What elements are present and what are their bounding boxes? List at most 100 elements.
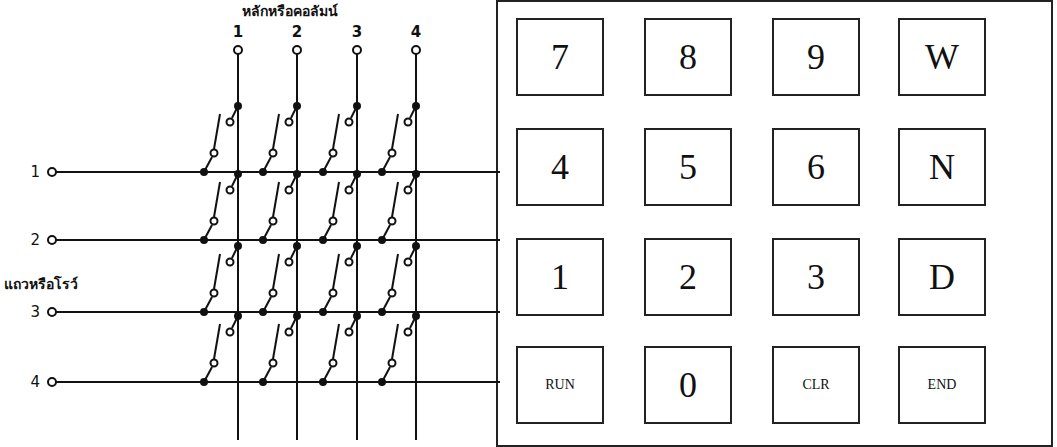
keypad-frame bbox=[497, 1, 1052, 446]
key-label: W bbox=[925, 36, 959, 78]
switch-lever bbox=[333, 114, 339, 149]
switch-contact bbox=[330, 290, 337, 297]
switch-contact bbox=[330, 218, 337, 225]
junction-dot bbox=[294, 171, 300, 177]
switch-lever bbox=[392, 114, 398, 149]
row-number: 1 bbox=[30, 164, 40, 181]
row-terminal bbox=[48, 236, 56, 244]
keypad-key: 6 bbox=[772, 128, 860, 206]
switch-contact bbox=[346, 329, 353, 336]
switch-contact bbox=[405, 119, 412, 126]
switch-contact bbox=[270, 360, 277, 367]
junction-dot bbox=[235, 171, 241, 177]
keypad-key: N bbox=[898, 128, 986, 206]
junction-dot bbox=[354, 171, 360, 177]
junction-dot bbox=[294, 103, 300, 109]
row-terminal bbox=[48, 308, 56, 316]
switch-contact bbox=[330, 360, 337, 367]
switch-lever bbox=[214, 182, 220, 217]
key-label: D bbox=[929, 256, 955, 298]
keypad-key: 1 bbox=[516, 238, 604, 316]
switch-lead bbox=[204, 367, 212, 382]
switch-lever bbox=[333, 324, 339, 359]
key-label: 0 bbox=[679, 364, 697, 406]
junction-dot bbox=[413, 313, 419, 319]
switch-lead bbox=[382, 225, 390, 240]
switch-contact bbox=[405, 329, 412, 336]
switch-lead bbox=[323, 367, 331, 382]
switch-lever bbox=[273, 254, 279, 289]
switch-lead bbox=[323, 297, 331, 312]
switch-contact bbox=[211, 218, 218, 225]
key-label: 7 bbox=[551, 36, 569, 78]
column-number: 2 bbox=[292, 24, 302, 41]
key-label: 2 bbox=[679, 256, 697, 298]
keypad-key: 3 bbox=[772, 238, 860, 316]
row-number: 4 bbox=[30, 374, 40, 391]
switch-lever bbox=[392, 324, 398, 359]
switch-lead bbox=[382, 157, 390, 172]
switch-contact bbox=[211, 290, 218, 297]
junction-dot bbox=[235, 103, 241, 109]
switch-contact bbox=[286, 187, 293, 194]
keypad-key: 4 bbox=[516, 128, 604, 206]
key-label: 5 bbox=[679, 146, 697, 188]
key-label: 4 bbox=[551, 146, 569, 188]
switch-lever bbox=[333, 182, 339, 217]
key-label: 9 bbox=[807, 36, 825, 78]
column-number: 4 bbox=[411, 24, 421, 41]
switch-lever bbox=[273, 324, 279, 359]
switch-lever bbox=[214, 254, 220, 289]
switch-contact bbox=[389, 218, 396, 225]
switch-lead bbox=[204, 297, 212, 312]
switch-contact bbox=[346, 119, 353, 126]
junction-dot bbox=[413, 243, 419, 249]
column-number: 1 bbox=[233, 24, 243, 41]
switch-contact bbox=[405, 187, 412, 194]
switch-lever bbox=[214, 114, 220, 149]
switch-lead bbox=[263, 157, 271, 172]
junction-dot bbox=[235, 313, 241, 319]
switch-contact bbox=[227, 329, 234, 336]
row-number: 3 bbox=[30, 304, 40, 321]
switch-contact bbox=[270, 290, 277, 297]
switch-lead bbox=[263, 367, 271, 382]
key-label: CLR bbox=[802, 377, 829, 393]
column-terminal bbox=[234, 46, 242, 54]
row-terminal bbox=[48, 378, 56, 386]
switch-contact bbox=[346, 187, 353, 194]
row-number: 2 bbox=[30, 232, 40, 249]
switch-contact bbox=[389, 150, 396, 157]
switch-contact bbox=[227, 259, 234, 266]
column-terminal bbox=[353, 46, 361, 54]
keypad-key: 2 bbox=[644, 238, 732, 316]
switch-lead bbox=[204, 225, 212, 240]
key-label: RUN bbox=[545, 377, 575, 393]
switch-contact bbox=[346, 259, 353, 266]
junction-dot bbox=[413, 103, 419, 109]
keypad-key: RUN bbox=[516, 346, 604, 424]
switch-contact bbox=[211, 150, 218, 157]
keypad-key: END bbox=[898, 346, 986, 424]
row-wire bbox=[56, 311, 500, 313]
switch-lever bbox=[214, 324, 220, 359]
keypad-key: 7 bbox=[516, 18, 604, 96]
junction-dot bbox=[294, 243, 300, 249]
keypad-key: W bbox=[898, 18, 986, 96]
switch-lead bbox=[323, 157, 331, 172]
row-wire bbox=[56, 171, 500, 173]
key-label: N bbox=[929, 146, 955, 188]
switch-lever bbox=[392, 182, 398, 217]
junction-dot bbox=[354, 103, 360, 109]
key-label: 3 bbox=[807, 256, 825, 298]
junction-dot bbox=[354, 313, 360, 319]
switch-contact bbox=[211, 360, 218, 367]
keypad-key: D bbox=[898, 238, 986, 316]
row-terminal bbox=[48, 168, 56, 176]
keypad-key: 8 bbox=[644, 18, 732, 96]
switch-lead bbox=[263, 297, 271, 312]
row-wire bbox=[56, 381, 500, 383]
switch-contact bbox=[286, 329, 293, 336]
switch-contact bbox=[389, 360, 396, 367]
row-wire bbox=[56, 239, 500, 241]
